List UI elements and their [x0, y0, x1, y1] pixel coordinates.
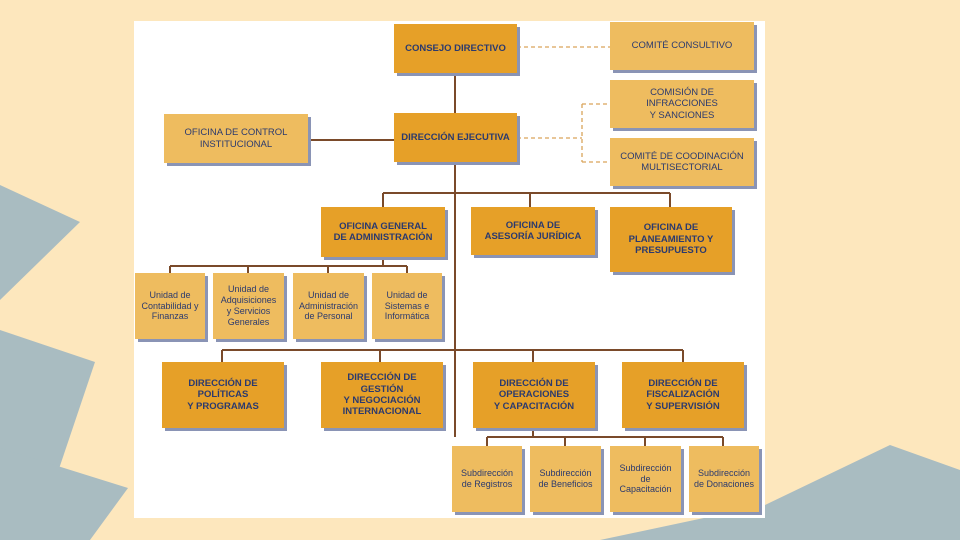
bg-triangle-bottom-left [0, 448, 128, 540]
bg-shape-bottom-right [600, 445, 960, 540]
node-unidad-contabilidad: Unidad de Contabilidad y Finanzas [135, 273, 205, 339]
node-comision-infracciones: COMISIÓN DE INFRACCIONES Y SANCIONES [610, 80, 754, 128]
node-oficina-control: OFICINA DE CONTROL INSTITUCIONAL [164, 114, 308, 163]
node-unidad-adquisiciones: Unidad de Adquisiciones y Servicios Gene… [213, 273, 284, 339]
node-sub-donaciones: Subdirección de Donaciones [689, 446, 759, 512]
bg-triangle-left [0, 185, 80, 300]
node-comite-coordinacion: COMITÉ DE COODINACIÓN MULTISECTORIAL [610, 138, 754, 186]
node-direccion-politicas: DIRECCIÓN DE POLÍTICAS Y PROGRAMAS [162, 362, 284, 428]
node-consejo-directivo: CONSEJO DIRECTIVO [394, 24, 517, 73]
node-direccion-gestion: DIRECCIÓN DE GESTIÓN Y NEGOCIACIÓN INTER… [321, 362, 443, 428]
node-oficina-administracion: OFICINA GENERAL DE ADMINISTRACIÓN [321, 207, 445, 257]
node-sub-capacitacion: Subdirección de Capacitación [610, 446, 681, 512]
node-oficina-asesoria: OFICINA DE ASESORÍA JURÍDICA [471, 207, 595, 255]
node-sub-registros: Subdirección de Registros [452, 446, 522, 512]
node-unidad-personal: Unidad de Administración de Personal [293, 273, 364, 339]
node-direccion-ejecutiva: DIRECCIÓN EJECUTIVA [394, 113, 517, 162]
node-oficina-planeamiento: OFICINA DE PLANEAMIENTO Y PRESUPUESTO [610, 207, 732, 272]
node-sub-beneficios: Subdirección de Beneficios [530, 446, 601, 512]
node-direccion-fiscalizacion: DIRECCIÓN DE FISCALIZACIÓN Y SUPERVISIÓN [622, 362, 744, 428]
node-unidad-sistemas: Unidad de Sistemas e Informática [372, 273, 442, 339]
node-comite-consultivo: COMITÉ CONSULTIVO [610, 22, 754, 70]
node-direccion-operaciones: DIRECCIÓN DE OPERACIONES Y CAPACITACIÓN [473, 362, 595, 428]
